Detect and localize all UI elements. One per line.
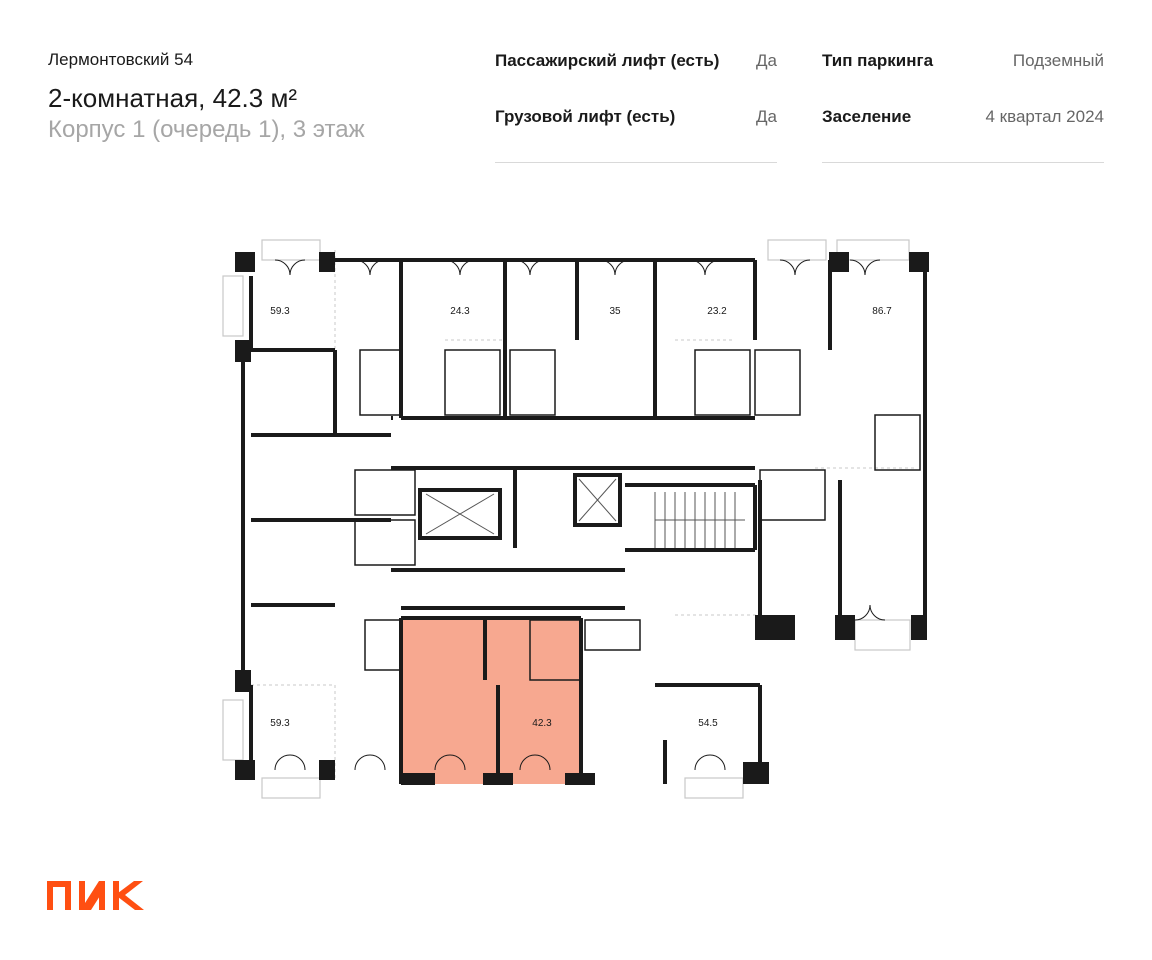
area-label: 23.2: [707, 306, 727, 317]
info-value: 4 квартал 2024: [985, 107, 1104, 126]
area-label: 59.3: [270, 718, 290, 729]
info-label: Заселение: [822, 107, 912, 126]
project-name: Лермонтовский 54: [48, 50, 194, 69]
info-row-passenger-lift: Пассажирский лифт (есть) Да: [495, 51, 777, 107]
info-label: Пассажирский лифт (есть): [495, 51, 720, 70]
area-label: 54.5: [698, 718, 718, 729]
info-value: Да: [756, 107, 777, 126]
info-row-freight-lift: Грузовой лифт (есть) Да: [495, 107, 777, 163]
area-label: 24.3: [450, 306, 470, 317]
info-row-settlement: Заселение 4 квартал 2024: [822, 107, 1104, 163]
area-label: 35: [609, 306, 621, 317]
apartment-subtitle: Корпус 1 (очередь 1), 3 этаж: [48, 116, 365, 143]
floor-plan: 59.3 24.3 35 23.2 86.7 59.3 42.3 54.5: [222, 239, 929, 799]
info-value: Да: [756, 51, 777, 70]
building-info-table: Тип паркинга Подземный Заселение 4 кварт…: [822, 51, 1104, 163]
pik-logo: [47, 881, 144, 910]
area-label: 59.3: [270, 306, 290, 317]
highlighted-apartment[interactable]: [401, 618, 581, 784]
info-label: Тип паркинга: [822, 51, 934, 70]
info-value: Подземный: [1012, 51, 1104, 70]
apartment-title: 2-комнатная, 42.3 м²: [48, 83, 297, 113]
area-label: 42.3: [532, 718, 552, 729]
info-row-parking: Тип паркинга Подземный: [822, 51, 1104, 107]
area-label: 86.7: [872, 306, 892, 317]
info-label: Грузовой лифт (есть): [495, 107, 676, 126]
lift-info-table: Пассажирский лифт (есть) Да Грузовой лиф…: [495, 51, 777, 163]
